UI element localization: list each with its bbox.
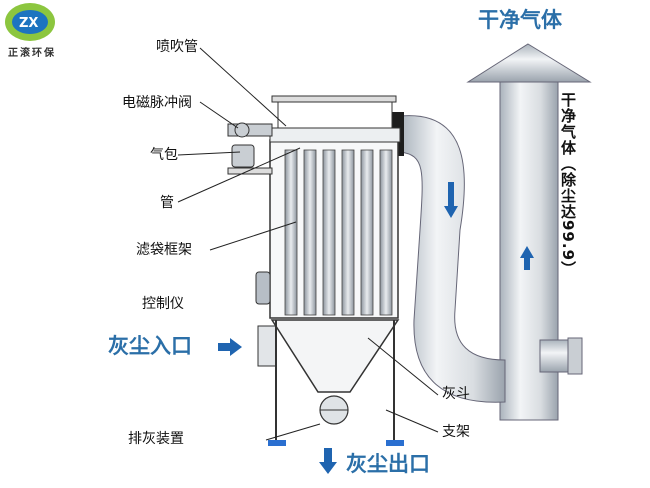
hopper — [257, 319, 400, 425]
logo-name: 正滚环保 — [8, 48, 56, 59]
label-pulse-valve: 电磁脉冲阀 — [122, 95, 192, 111]
label-dust-outlet: 灰尘出口 — [346, 452, 430, 476]
label-discharge: 排灰装置 — [128, 431, 184, 447]
inlet-arrow-icon — [218, 338, 242, 356]
label-clean-air: 干净气体 — [478, 8, 562, 32]
outlet-arrow-icon — [319, 448, 337, 474]
label-support: 支架 — [442, 424, 470, 440]
duct-down-arrow-icon — [444, 182, 458, 218]
label-air-bag: 气包 — [150, 147, 178, 163]
label-spray-pipe: 喷吹管 — [156, 39, 198, 55]
logo-mark: ZX — [19, 16, 38, 31]
company-logo: ZX — [5, 3, 55, 41]
label-hopper: 灰斗 — [442, 386, 470, 402]
outlet-duct — [392, 112, 506, 403]
label-dust-inlet: 灰尘入口 — [108, 334, 192, 358]
flow-arrows — [218, 182, 534, 474]
label-clean-air-vertical: 干净气体（除尘达99.9） — [559, 92, 577, 278]
label-pipe: 管 — [160, 195, 174, 211]
leader-lines — [177, 47, 439, 441]
support-legs — [268, 320, 404, 446]
filter-bags — [284, 149, 393, 316]
chimney — [466, 43, 592, 421]
label-bag-frame: 滤袋框架 — [136, 242, 192, 258]
label-controller: 控制仪 — [142, 296, 184, 312]
duct-up-arrow-icon — [520, 246, 534, 270]
